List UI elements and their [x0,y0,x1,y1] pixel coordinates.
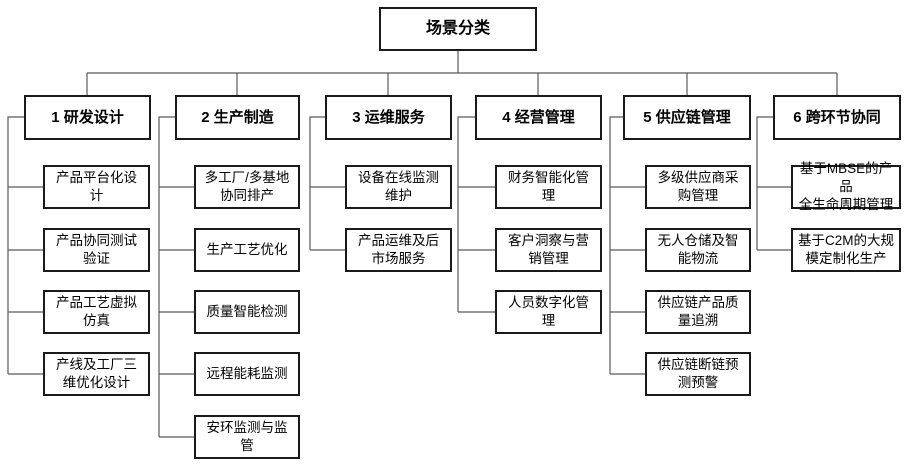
scenario-node: 生产工艺优化 [194,228,300,272]
category-node-5: 5 供应链管理 [623,95,751,140]
category-node-1: 1 研发设计 [24,95,151,140]
scenario-node: 供应链断链预 测预警 [645,352,751,396]
category-node-3: 3 运维服务 [325,95,452,140]
scenario-node: 供应链产品质 量追溯 [645,290,751,334]
scenario-node: 无人仓储及智 能物流 [645,228,751,272]
scenario-node: 产线及工厂三 维优化设计 [43,352,150,396]
scenario-node: 基于C2M的大规 模定制化生产 [791,228,901,272]
scenario-node: 产品平台化设 计 [43,165,150,209]
category-node-4: 4 经营管理 [475,95,602,140]
scenario-node: 基于MBSE的产品 全生命周期管理 [791,161,901,212]
scenario-node: 产品工艺虚拟 仿真 [43,290,150,334]
scenario-node: 产品运维及后 市场服务 [345,228,452,272]
scenario-node: 多级供应商采 购管理 [645,165,751,209]
category-node-2: 2 生产制造 [175,95,300,140]
scenario-node: 多工厂/多基地 协同排产 [194,165,300,209]
scenario-node: 客户洞察与营 销管理 [495,228,602,272]
scenario-node: 设备在线监测 维护 [345,165,452,209]
scenario-node: 人员数字化管 理 [495,290,602,334]
scenario-node: 质量智能检测 [194,290,300,334]
scenario-node: 财务智能化管 理 [495,165,602,209]
scenario-node: 产品协同测试 验证 [43,228,150,272]
root-node: 场景分类 [379,7,537,51]
scenario-node: 远程能耗监测 [194,352,300,396]
scenario-node: 安环监测与监 管 [194,415,300,459]
category-node-6: 6 跨环节协同 [773,95,901,140]
